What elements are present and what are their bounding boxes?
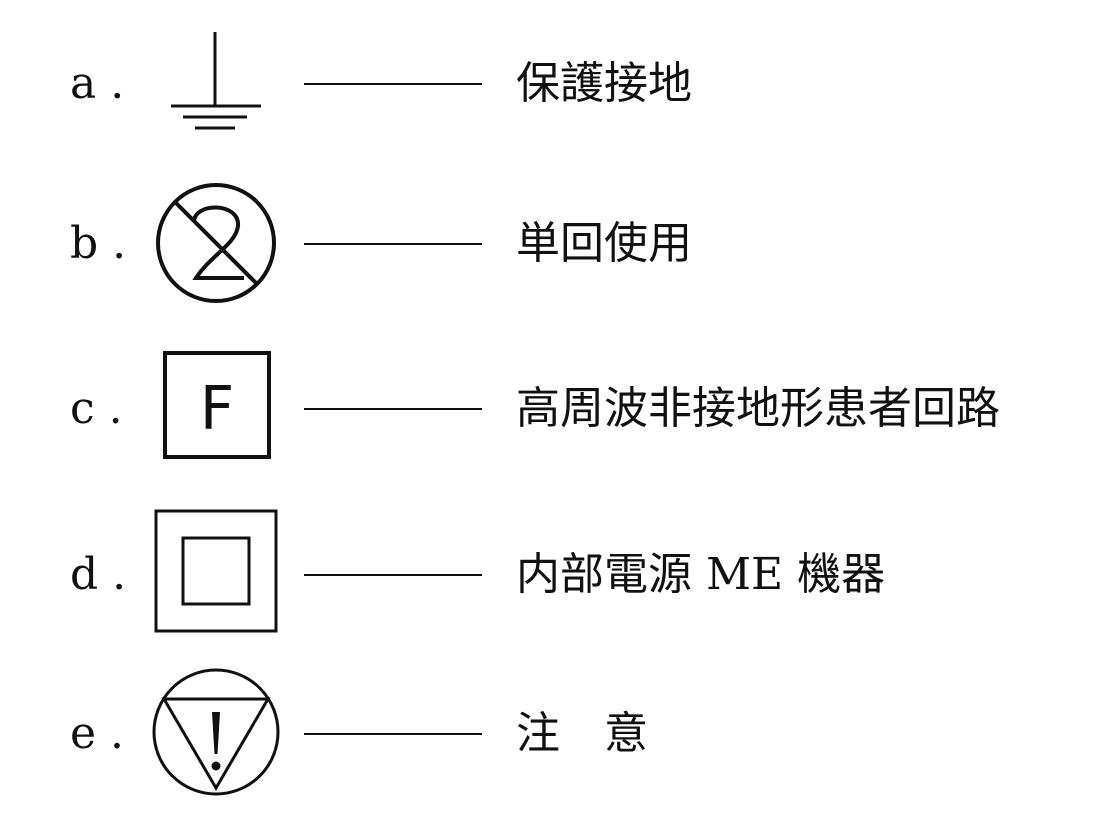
- f-type-applied-part-icon: F: [163, 351, 271, 459]
- item-letter: d .: [70, 549, 127, 600]
- symbol-row-single-use: b . 単回使用: [0, 174, 1112, 314]
- f-type-letter: F: [200, 374, 235, 444]
- symbol-label: 内部電源 ME 機器: [516, 549, 886, 600]
- symbol-row-internal-power: d . 内部電源 ME 機器: [0, 505, 1112, 645]
- connector-line: [304, 733, 482, 735]
- item-letter: e .: [70, 708, 125, 759]
- do-not-reuse-icon: [156, 183, 276, 303]
- symbol-row-protective-earth: a . 保護接地: [0, 14, 1112, 154]
- item-letter: a .: [70, 58, 125, 109]
- connector-line: [304, 574, 482, 576]
- symbol-label: 注 意: [516, 708, 648, 759]
- symbol-label: 単回使用: [516, 218, 692, 269]
- protective-earth-icon: [171, 32, 261, 130]
- internally-powered-equipment-icon: [154, 509, 278, 633]
- connector-line: [304, 408, 482, 410]
- connector-line: [304, 243, 482, 245]
- item-letter: b .: [70, 218, 127, 269]
- symbol-row-f-type: c . F 高周波非接地形患者回路: [0, 339, 1112, 479]
- caution-mark: !: [150, 664, 151, 665]
- symbol-label: 高周波非接地形患者回路: [516, 383, 1000, 434]
- item-letter: c .: [70, 383, 123, 434]
- symbol-label: 保護接地: [516, 58, 692, 109]
- caution-icon: !: [150, 664, 280, 796]
- connector-line: [304, 83, 482, 85]
- symbol-row-caution: e . ! 注 意: [0, 664, 1112, 804]
